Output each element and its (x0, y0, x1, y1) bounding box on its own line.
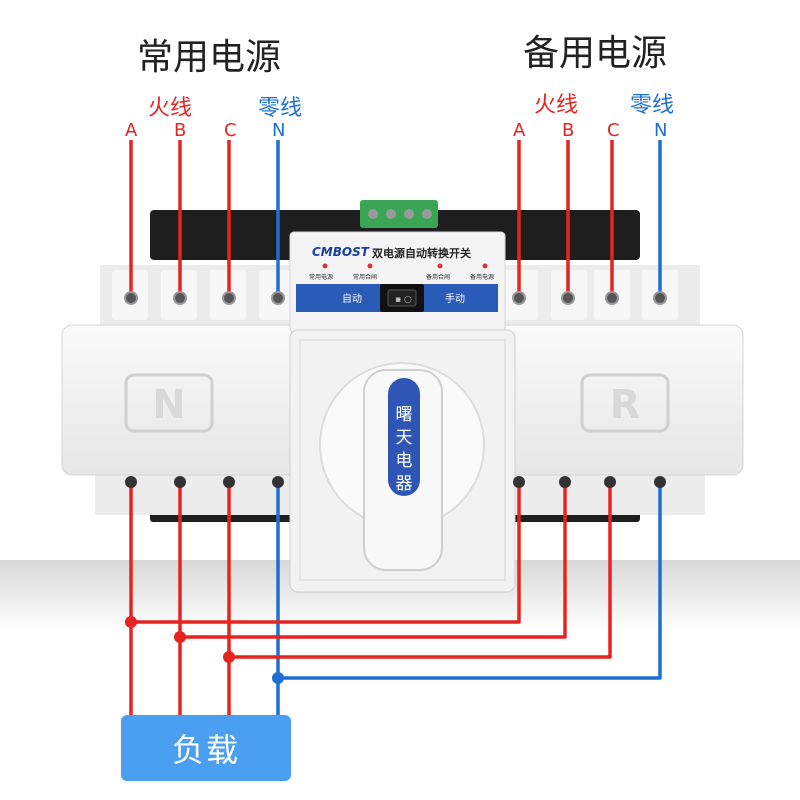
wire-bus-a (131, 482, 521, 624)
device-name: 双电源自动转换开关 (372, 246, 471, 260)
terminal-screws (124, 291, 667, 488)
left-phase-b: B (174, 120, 187, 141)
primary-source-title: 常用电源 (137, 37, 282, 78)
left-phase-a: A (125, 120, 138, 141)
wire-bus-c (229, 482, 612, 659)
left-live-label: 火线 (148, 96, 193, 121)
load-box: 负载 (121, 715, 291, 781)
junction-c (223, 651, 235, 663)
left-side-emboss (124, 373, 214, 433)
control-terminal-block (360, 200, 438, 228)
right-neutral-label: 零线 (630, 93, 675, 118)
handle-char-3: 电 (396, 451, 413, 471)
right-phase-c: C (607, 120, 620, 141)
right-side-letter: R (610, 382, 641, 428)
indicator-led-4 (482, 263, 488, 269)
mode-manual-label: 手动 (445, 292, 465, 305)
indicator-led-2 (367, 263, 373, 269)
right-phase-a: A (513, 120, 526, 141)
wiring (129, 140, 662, 715)
wire-bus-n (278, 482, 662, 680)
rotary-handle[interactable] (363, 369, 443, 571)
mode-auto-label: 自动 (342, 292, 362, 305)
left-phase-n: N (272, 120, 286, 141)
svg-text:▪ ○: ▪ ○ (395, 295, 412, 305)
handle-char-1: 曙 (396, 405, 413, 425)
indicator-label-3: 备用合闸 (426, 273, 450, 281)
junction-b (174, 631, 186, 643)
control-module: CMBOST 双电源自动转换开关 常用电源 常用合闸 备用合闸 备用电源 自动 … (289, 231, 506, 333)
handle-char-4: 器 (396, 474, 413, 494)
handle-char-2: 天 (396, 428, 413, 448)
wire-bus-b (180, 482, 567, 639)
indicator-label-2: 常用合闸 (353, 273, 377, 281)
left-phase-c: C (224, 120, 237, 141)
right-phase-n: N (654, 120, 668, 141)
indicator-led-3 (437, 263, 443, 269)
junction-n (272, 672, 284, 684)
right-side-emboss (580, 373, 670, 433)
left-neutral-label: 零线 (258, 96, 303, 121)
right-live-label: 火线 (534, 93, 579, 118)
indicator-label-4: 备用电源 (470, 273, 494, 281)
indicator-led-1 (322, 263, 328, 269)
indicator-label-1: 常用电源 (309, 273, 333, 281)
top-terminals-right (500, 265, 700, 325)
left-side-letter: N (152, 382, 185, 428)
junction-a (125, 616, 137, 628)
right-phase-b: B (562, 120, 575, 141)
backup-source-title: 备用电源 (523, 33, 668, 74)
brand-logo: CMBOST (312, 245, 370, 259)
